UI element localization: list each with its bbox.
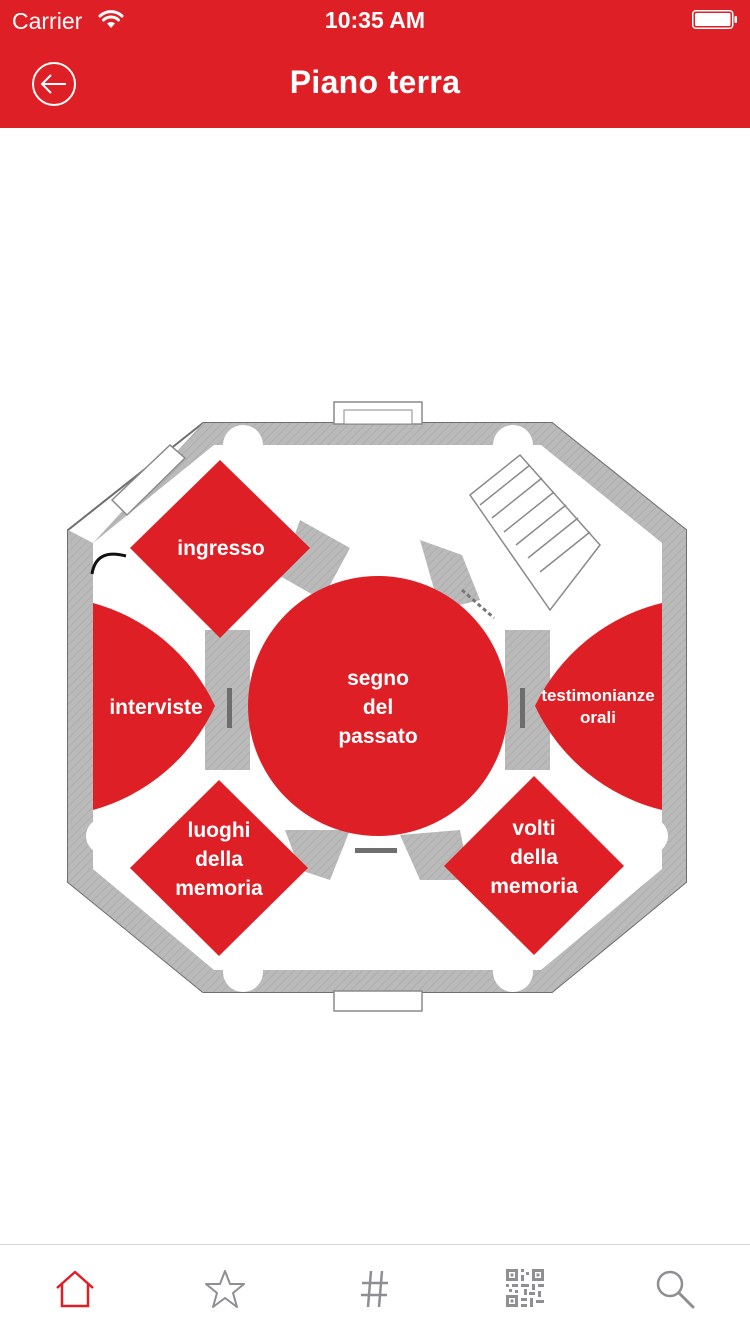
status-bar: Carrier 10:35 AM — [0, 0, 750, 40]
room-label-testimonianze-line-2: orali — [580, 708, 616, 727]
qr-code-icon — [506, 1269, 544, 1307]
page-title: Piano terra — [289, 64, 461, 100]
tab-bar — [0, 1244, 750, 1335]
battery-icon — [692, 10, 737, 29]
room-interviste[interactable]: interviste — [93, 603, 215, 810]
room-label-segno-line-1: segno — [347, 667, 409, 690]
back-button[interactable] — [32, 62, 76, 106]
tab-search[interactable] — [600, 1245, 750, 1335]
room-label-ingresso: ingresso — [177, 537, 265, 560]
tab-hashtag[interactable] — [300, 1245, 450, 1335]
room-testimonianze-orali[interactable]: testimonianze orali — [535, 603, 662, 810]
room-label-luoghi-line-2: della — [195, 848, 243, 871]
wifi-icon — [98, 10, 124, 28]
room-volti-della-memoria[interactable]: volti della memoria — [444, 776, 624, 955]
room-label-volti-line-1: volti — [512, 817, 555, 840]
room-label-testimonianze-line-1: testimonianze — [541, 686, 654, 705]
clock: 10:35 AM — [324, 7, 426, 33]
hashtag-icon — [361, 1270, 388, 1308]
tab-home[interactable] — [0, 1245, 150, 1335]
room-label-interviste: interviste — [109, 696, 202, 719]
tab-qr-scanner[interactable] — [450, 1245, 600, 1335]
search-icon — [656, 1270, 695, 1309]
room-label-segno-line-2: del — [363, 696, 393, 719]
tab-favorites[interactable] — [150, 1245, 300, 1335]
star-icon — [205, 1270, 245, 1308]
carrier-label: Carrier — [12, 8, 83, 34]
room-luoghi-della-memoria[interactable]: luoghi della memoria — [130, 780, 308, 956]
room-ingresso[interactable]: ingresso — [130, 460, 310, 638]
room-label-luoghi-line-3: memoria — [175, 877, 263, 900]
room-label-volti-line-2: della — [510, 846, 558, 869]
navigation-header: Carrier 10:35 AM Piano terra — [0, 0, 750, 128]
room-label-luoghi-line-1: luoghi — [188, 819, 251, 842]
floor-plan: ingresso interviste segno del passato te… — [0, 128, 750, 1244]
home-icon — [56, 1270, 94, 1308]
room-label-segno-line-3: passato — [338, 725, 417, 748]
back-arrow-icon — [40, 74, 66, 94]
room-segno-del-passato[interactable]: segno del passato — [248, 576, 508, 836]
floor-plan-drawing: ingresso interviste segno del passato te… — [67, 401, 687, 1012]
room-label-volti-line-3: memoria — [490, 875, 578, 898]
